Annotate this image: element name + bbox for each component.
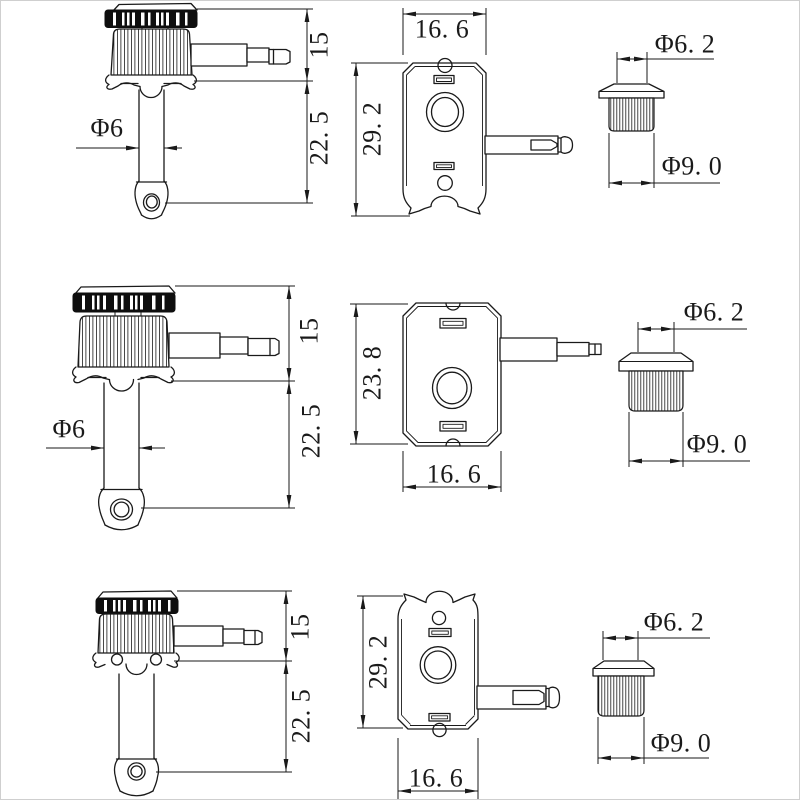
row2-bushing-outer-diameter-label: Φ9. 0 [687, 430, 748, 459]
knob-black-band [104, 9, 198, 28]
row3-bushing-inner-diameter-label: Φ6. 2 [644, 608, 705, 637]
plate-screw-hole-top [431, 610, 447, 626]
plate-screw-hole-bottom [432, 722, 447, 738]
row3-post-length-label: 22. 5 [287, 689, 316, 744]
row1-plate-view: 16. 6 29. 2 [351, 8, 574, 217]
knob-knurl-stripes [104, 600, 171, 612]
post-bushing-ring [419, 646, 457, 684]
plate-view-shaft [484, 135, 559, 155]
bushing-knurled-body [597, 675, 645, 717]
row2-side-view: 15 22. 5 Φ6 [46, 285, 326, 531]
row3-bushing-view: Φ6. 2 Φ9. 0 [592, 608, 712, 764]
mounting-plate [402, 302, 502, 447]
row2-post-length-label: 22. 5 [297, 404, 326, 459]
row3-side-dimensions [156, 590, 292, 773]
plate-view-shaft [499, 337, 558, 362]
post-dome [108, 378, 135, 392]
row2-post-diameter-label: Φ6 [52, 415, 85, 444]
row1-post-diameter-label: Φ6 [90, 114, 123, 143]
bushing-knurled-body [628, 370, 684, 412]
string-post [134, 89, 169, 220]
row2-plate-dimensions [350, 303, 502, 492]
plate-slots [428, 627, 452, 722]
flange-screw [149, 653, 163, 666]
base-flange [92, 652, 180, 676]
post-bushing-ring [425, 91, 465, 133]
row2-plate-view: 23. 8 16. 6 [350, 302, 602, 492]
plate-top-notch [445, 302, 461, 311]
knob-black-band [72, 292, 176, 313]
string-post [98, 382, 145, 531]
string-hole [109, 498, 134, 521]
knob-knurl-stripes [113, 12, 188, 26]
string-hole [127, 762, 146, 781]
mounting-plate [402, 62, 487, 215]
knob-top-face [112, 2, 198, 12]
row1-bushing-inner-diameter-label: Φ6. 2 [655, 30, 716, 59]
row2-bushing-inner-diameter-label: Φ6. 2 [684, 298, 745, 327]
row3-plate-view: 29. 2 16. 6 [357, 590, 561, 799]
row2-plate-width-label: 16. 6 [427, 460, 482, 489]
row3-bushing-outer-diameter-label: Φ9. 0 [651, 729, 712, 758]
plate-screw-hole-top [437, 57, 453, 74]
bushing-flange [598, 83, 665, 99]
worm-shaft [168, 332, 221, 359]
tuner-gear-housing [77, 315, 170, 368]
post-dome [125, 663, 148, 676]
post-dome [139, 85, 163, 99]
knob-knurl-stripes [82, 295, 165, 310]
base-flange [104, 74, 198, 99]
row2-plate-height-label: 23. 8 [358, 346, 387, 401]
plate-slots [433, 74, 455, 171]
row1-bushing-view: Φ6. 2 Φ9. 0 [598, 30, 723, 188]
worm-shaft [173, 625, 224, 647]
mounting-plate [397, 590, 479, 730]
row3-bushing-dimensions [597, 631, 710, 764]
flange-screw [110, 653, 124, 666]
row1-post-length-label: 22. 5 [305, 111, 334, 166]
plate-screw-hole-bottom [437, 175, 453, 191]
row1-upper-height-label: 15 [305, 32, 334, 59]
row1-plate-width-label: 16. 6 [415, 15, 470, 44]
row1-bushing-dimensions [608, 52, 720, 188]
row3-side-view: 15 22. 5 [92, 590, 316, 797]
row1-plate-height-label: 29. 2 [358, 102, 387, 157]
row2-side-dimensions [46, 285, 295, 509]
tuner-gear-housing [110, 28, 193, 76]
row2-upper-height-label: 15 [295, 318, 324, 345]
row2-bushing-view: Φ6. 2 Φ9. 0 [618, 298, 750, 467]
base-flange [71, 366, 176, 392]
row1-side-dimensions [76, 8, 313, 204]
worm-shaft [190, 43, 248, 67]
plate-view-shaft [476, 685, 547, 710]
tuner-gear-housing [97, 613, 175, 654]
knob-top-face [74, 285, 176, 295]
row3-upper-height-label: 15 [286, 614, 315, 641]
row3-plate-width-label: 16. 6 [409, 764, 464, 793]
row1-plate-dimensions [351, 8, 487, 217]
plate-slots [439, 317, 467, 432]
bushing-flange [618, 352, 694, 372]
string-post [113, 673, 160, 797]
row1-bushing-outer-diameter-label: Φ9. 0 [662, 152, 723, 181]
row1-side-view: 15 22. 5 Φ6 [76, 2, 334, 220]
post-bushing-ring [431, 366, 473, 410]
row3-plate-height-label: 29. 2 [364, 635, 393, 690]
row3-plate-dimensions [357, 595, 479, 799]
knob-black-band [95, 597, 179, 614]
bushing-knurled-body [608, 97, 655, 132]
row2-bushing-dimensions [628, 322, 750, 467]
string-hole [142, 193, 161, 212]
plate-bottom-notch [445, 438, 461, 447]
